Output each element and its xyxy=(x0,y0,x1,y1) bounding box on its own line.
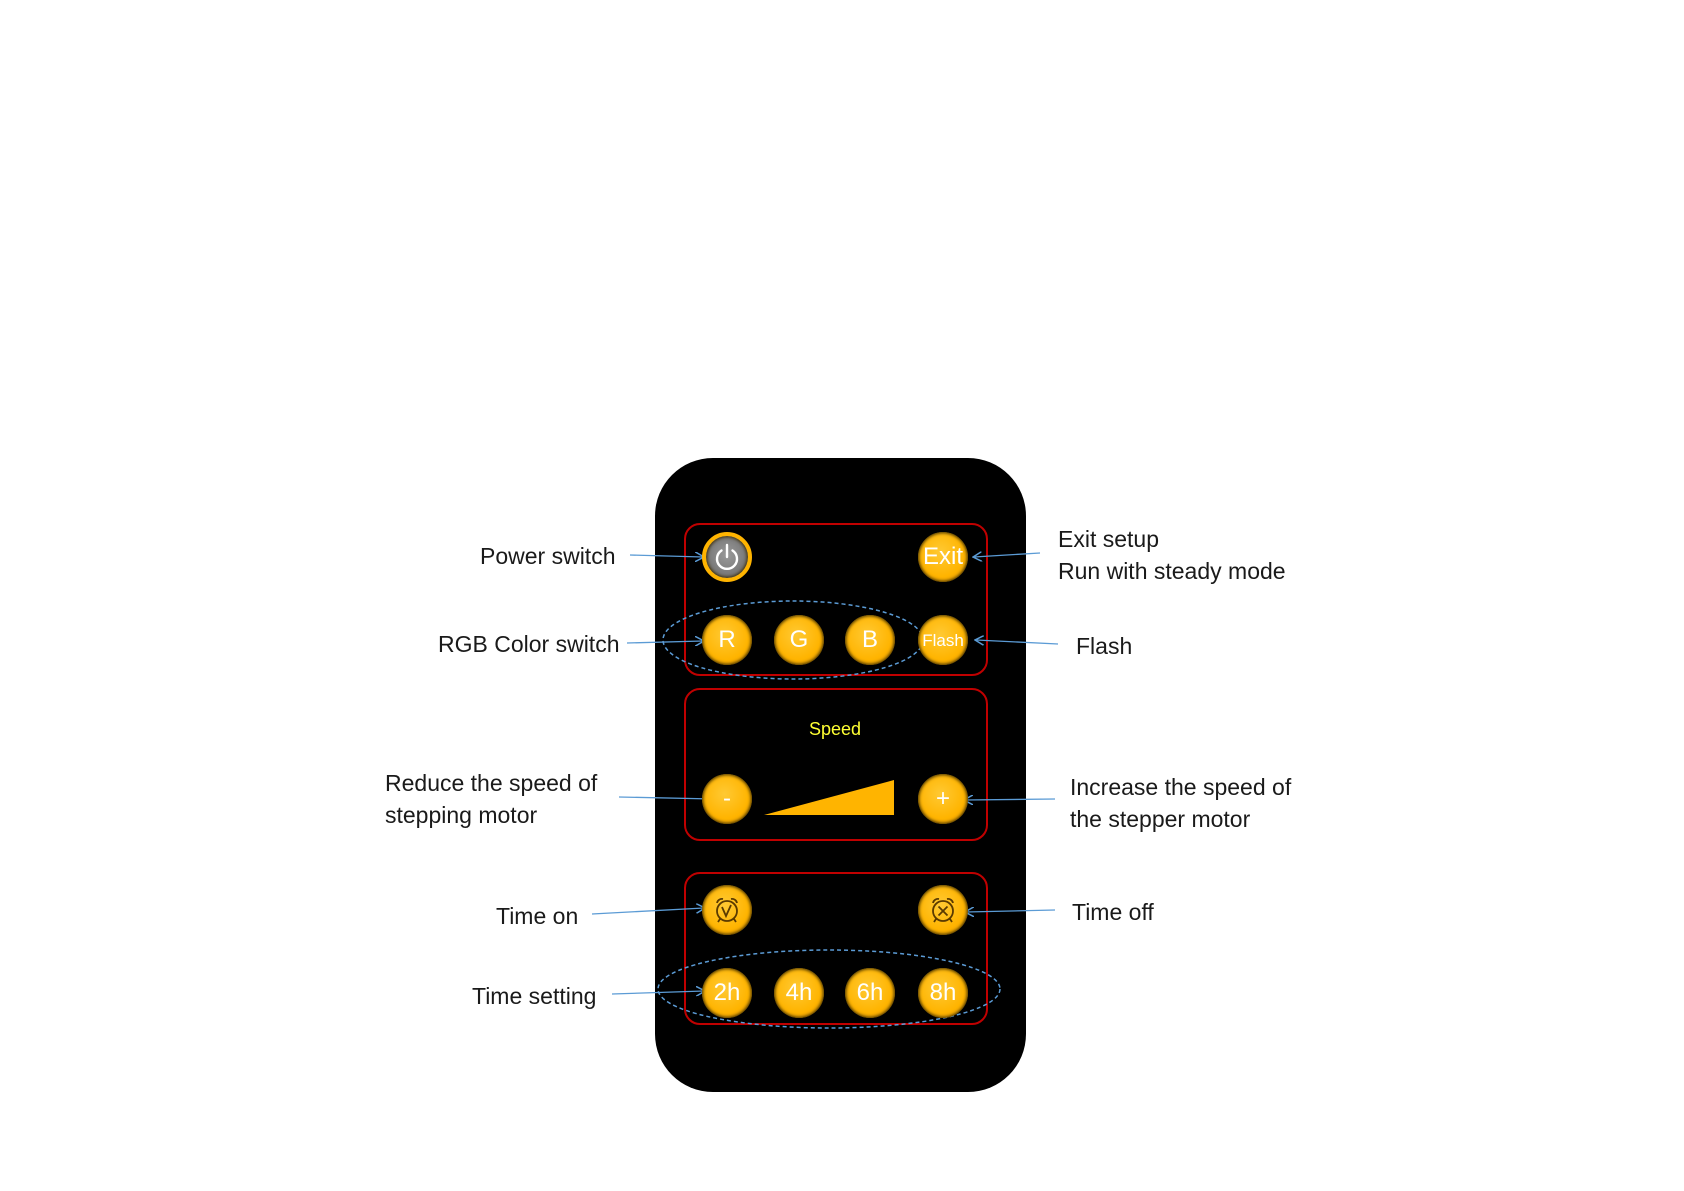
callout-exit-setup: Exit setup Run with steady mode xyxy=(1058,523,1286,587)
callout-increase-speed-line1: Increase the speed of xyxy=(1070,771,1291,803)
alarm-clock-check-icon xyxy=(710,893,744,927)
flash-button[interactable]: Flash xyxy=(918,615,968,665)
exit-button[interactable]: Exit xyxy=(918,532,968,582)
timer-2h-button[interactable]: 2h xyxy=(702,968,752,1018)
callout-increase-speed: Increase the speed of the stepper motor xyxy=(1070,771,1291,835)
callout-increase-speed-line2: the stepper motor xyxy=(1070,803,1291,835)
speed-decrease-button[interactable]: - xyxy=(702,774,752,824)
callout-exit-setup-line2: Run with steady mode xyxy=(1058,555,1286,587)
timer-8h-button[interactable]: 8h xyxy=(918,968,968,1018)
speed-increase-button[interactable]: + xyxy=(918,774,968,824)
power-button[interactable] xyxy=(702,532,752,582)
speed-label: Speed xyxy=(775,719,895,740)
green-color-button[interactable]: G xyxy=(774,615,824,665)
callout-reduce-speed-line1: Reduce the speed of xyxy=(385,767,597,799)
blue-color-button[interactable]: B xyxy=(845,615,895,665)
time-off-button[interactable] xyxy=(918,885,968,935)
callout-reduce-speed: Reduce the speed of stepping motor xyxy=(385,767,597,831)
callout-rgb-color-switch: RGB Color switch xyxy=(438,628,619,660)
callout-power-switch: Power switch xyxy=(480,540,615,572)
callout-time-on: Time on xyxy=(496,900,578,932)
power-icon xyxy=(711,541,743,573)
callout-time-setting: Time setting xyxy=(472,980,596,1012)
callout-flash: Flash xyxy=(1076,630,1132,662)
callout-exit-setup-line1: Exit setup xyxy=(1058,523,1286,555)
callout-reduce-speed-line2: stepping motor xyxy=(385,799,597,831)
alarm-clock-cross-icon xyxy=(926,893,960,927)
timer-4h-button[interactable]: 4h xyxy=(774,968,824,1018)
red-color-button[interactable]: R xyxy=(702,615,752,665)
timer-6h-button[interactable]: 6h xyxy=(845,968,895,1018)
callout-time-off: Time off xyxy=(1072,896,1154,928)
time-on-button[interactable] xyxy=(702,885,752,935)
